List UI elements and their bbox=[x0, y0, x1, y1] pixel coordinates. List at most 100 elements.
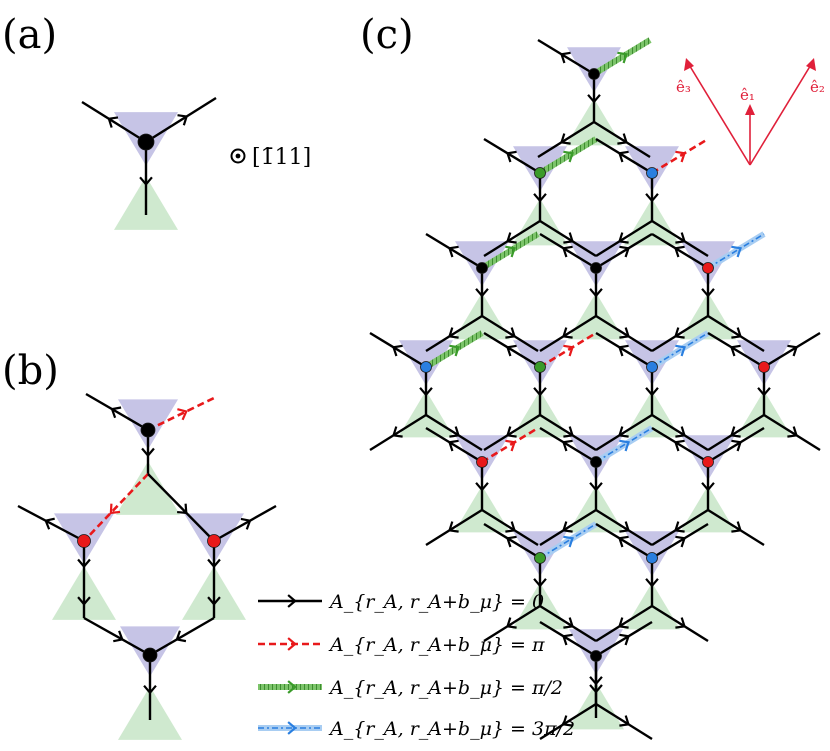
bond-zero bbox=[707, 331, 765, 369]
bond-arrow-icon bbox=[731, 439, 742, 452]
bond-zero bbox=[595, 522, 653, 560]
bond-arrow-icon bbox=[77, 558, 91, 569]
bond-zero bbox=[85, 392, 149, 432]
bond-arrow-icon bbox=[563, 344, 574, 357]
bond-zero bbox=[707, 508, 765, 547]
bond-arrow-icon bbox=[617, 133, 628, 145]
basis-e1-label: ê₁ bbox=[740, 86, 755, 104]
bond-zero bbox=[595, 604, 653, 643]
site-node bbox=[588, 68, 600, 80]
bond-arrow-icon bbox=[730, 426, 741, 438]
site-node bbox=[646, 552, 658, 564]
bond-zero bbox=[539, 620, 597, 658]
bond-arrow-icon bbox=[107, 116, 119, 128]
bond-arrow-icon bbox=[449, 426, 460, 438]
bond-arrow-icon bbox=[560, 51, 571, 64]
bond-pi bbox=[83, 473, 149, 542]
bond-arrow-icon bbox=[506, 344, 517, 357]
basis-vectors: ê₃ ê₁ ê₂ bbox=[676, 58, 825, 166]
bond-arrow-icon bbox=[562, 633, 573, 646]
bond-arrow-icon bbox=[177, 114, 189, 126]
bond-arrow-icon bbox=[562, 245, 573, 258]
bond-zero bbox=[539, 413, 597, 452]
bond-arrow-icon bbox=[392, 426, 403, 438]
basis-e3-label: ê₃ bbox=[676, 78, 691, 96]
panel-b-diagram bbox=[17, 392, 277, 740]
site-node bbox=[77, 534, 91, 548]
bond-zero bbox=[593, 120, 651, 159]
bond-zero bbox=[539, 232, 597, 270]
bond-arrow-icon bbox=[618, 344, 629, 357]
bond-arrow-icon bbox=[506, 535, 517, 548]
bond-arrow-icon bbox=[731, 521, 742, 533]
bond-arrow-icon bbox=[392, 344, 403, 357]
bond-arrow-icon bbox=[674, 245, 685, 258]
site-node bbox=[590, 456, 602, 468]
bond-three-half-pi-line bbox=[707, 233, 765, 269]
legend-sample-hatched bbox=[258, 680, 322, 694]
bond-arrow-icon bbox=[177, 408, 188, 421]
bond-pi bbox=[147, 396, 215, 432]
bond-zero bbox=[595, 620, 653, 658]
bond-arrow-icon bbox=[562, 439, 573, 452]
bond-arrow-icon bbox=[562, 327, 573, 339]
bond-arrow-icon bbox=[44, 517, 55, 530]
bond-arrow-icon bbox=[419, 387, 433, 397]
bond-arrow-icon bbox=[674, 327, 685, 339]
bond-zero bbox=[425, 508, 483, 547]
bond-zero bbox=[369, 331, 427, 369]
basis-e2-label: ê₂ bbox=[810, 78, 825, 96]
bond-half-pi bbox=[538, 136, 598, 176]
tetrahedra-layer bbox=[398, 47, 792, 730]
bond-zero bbox=[483, 219, 541, 258]
bond-zero bbox=[481, 314, 539, 353]
bond-arrow-icon bbox=[287, 637, 297, 651]
bond-zero bbox=[483, 137, 541, 175]
bond-arrow-icon bbox=[177, 503, 188, 515]
bond-arrow-icon bbox=[110, 406, 122, 419]
bond-zero bbox=[81, 100, 147, 144]
bond-arrow-icon bbox=[645, 578, 659, 588]
bond-arrow-icon bbox=[139, 176, 153, 187]
bond-arrow-icon bbox=[589, 288, 603, 298]
legend-text-three-half-pi: A_{r_A, r_A+b_μ} = 3π/2 bbox=[328, 718, 575, 740]
bond-zero bbox=[651, 508, 709, 547]
panel-label-b: (b) bbox=[2, 348, 59, 394]
bond-half-pi bbox=[258, 684, 322, 690]
bond-zero bbox=[539, 219, 597, 258]
site-node bbox=[534, 167, 546, 179]
bond-arrow-icon bbox=[109, 503, 121, 515]
legend-entry-pi: A_{r_A, r_A+b_μ} = π bbox=[258, 634, 545, 656]
bond-three-half-pi-line bbox=[539, 523, 597, 559]
bond-arrow-icon bbox=[675, 535, 686, 548]
nodes-layer bbox=[77, 422, 221, 663]
bond-arrow-icon bbox=[618, 617, 629, 629]
bond-arrow-icon bbox=[533, 387, 547, 397]
bond-arrow-icon bbox=[448, 327, 459, 339]
site-node bbox=[140, 422, 156, 438]
bond-arrow-icon bbox=[448, 521, 459, 533]
bond-arrow-icon bbox=[175, 630, 187, 643]
bond-zero bbox=[425, 413, 483, 452]
bond-arrow-icon bbox=[475, 482, 489, 492]
legend-sample-dashed bbox=[258, 637, 322, 651]
bond-zero bbox=[483, 604, 541, 643]
bond-arrow-icon bbox=[675, 426, 686, 438]
bond-zero bbox=[537, 38, 595, 76]
bond-arrow-icon bbox=[731, 245, 742, 258]
site-node bbox=[420, 361, 432, 373]
bond-arrow-icon bbox=[563, 232, 574, 244]
bond-arrow-icon bbox=[505, 245, 516, 258]
panel-a-diagram bbox=[81, 96, 217, 230]
bond-arrow-icon bbox=[675, 232, 686, 244]
bond-arrow-icon bbox=[619, 327, 630, 339]
bond-arrow-icon bbox=[448, 245, 459, 258]
bond-zero bbox=[651, 314, 709, 353]
bond-zero bbox=[763, 331, 821, 369]
bond-arrow-icon bbox=[675, 617, 686, 629]
bond-arrow-icon bbox=[113, 630, 124, 643]
bond-zero bbox=[483, 331, 541, 369]
bond-zero bbox=[595, 331, 653, 369]
bond-arrow-icon bbox=[506, 150, 517, 163]
bond-arrow-icon bbox=[287, 680, 297, 694]
